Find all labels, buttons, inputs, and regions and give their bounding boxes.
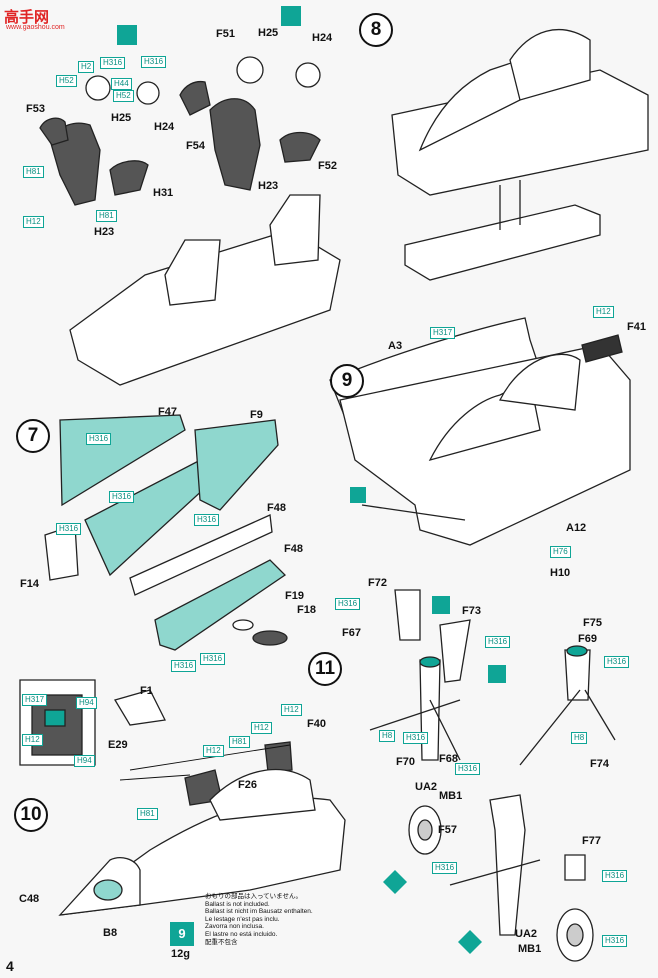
watermark-site: www.gaoshou.com [6, 24, 65, 31]
part-label: F47 [158, 406, 177, 418]
part-label: F75 [583, 617, 602, 629]
paint-code: H94 [76, 697, 97, 709]
part-label: H24 [312, 32, 333, 44]
part-label: UA2 [415, 781, 438, 793]
step-number: 8 [359, 13, 393, 47]
part-label: F41 [627, 321, 646, 333]
note-line: El lastre no está incluido. [205, 930, 278, 938]
part-label: H23 [258, 180, 279, 192]
part-label: H31 [153, 187, 174, 199]
paint-code: H316 [602, 935, 628, 947]
paint-code: H316 [56, 523, 82, 535]
part-label: A12 [566, 522, 587, 534]
paint-code: H76 [550, 546, 571, 558]
paint-code: H81 [96, 210, 117, 222]
paint-code: H12 [281, 704, 302, 716]
paint-code: H316 [171, 660, 197, 672]
part-label: A3 [388, 340, 403, 352]
note-line: Ballast ist nicht im Bausatz enthalten. [205, 908, 313, 916]
part-label: F74 [590, 758, 609, 770]
part-label: H10 [550, 567, 571, 579]
paint-code: H12 [251, 722, 272, 734]
paint-code: H317 [430, 327, 456, 339]
note-line: Le lestage n'est pas inclu. [205, 915, 280, 923]
paint-code: H44 [111, 78, 132, 90]
paint-code: H12 [22, 734, 43, 746]
part-label: F40 [307, 718, 326, 730]
part-label: F68 [439, 753, 458, 765]
watermark-brand: 高手网 [4, 9, 50, 26]
step-number: 10 [14, 798, 48, 832]
paint-code: H8 [571, 732, 588, 744]
note-line: 配重不包含 [205, 938, 238, 946]
paint-code: H317 [22, 694, 48, 706]
part-label: F67 [342, 627, 361, 639]
part-label: C48 [19, 893, 40, 905]
part-label: F52 [318, 160, 337, 172]
part-label: F48 [267, 502, 286, 514]
part-label: F19 [285, 590, 304, 602]
paint-code: H12 [593, 306, 614, 318]
part-label: F51 [216, 28, 235, 40]
paint-code: H316 [86, 433, 112, 445]
step-number: 7 [16, 419, 50, 453]
paint-code: H12 [23, 216, 44, 228]
part-label: B8 [103, 927, 118, 939]
part-label: F72 [368, 577, 387, 589]
paint-code: H316 [455, 763, 481, 775]
paint-code: H81 [229, 736, 250, 748]
paint-code: H81 [137, 808, 158, 820]
part-label: F77 [582, 835, 601, 847]
ballast-notes: おもりの部品は入っていません。 Ballast is not included.… [205, 893, 313, 946]
part-label: UA2 [515, 928, 538, 940]
ballast-icon: 9 [170, 922, 194, 946]
paint-code: H2 [78, 61, 95, 73]
part-label: F53 [26, 103, 45, 115]
part-label: F26 [238, 779, 257, 791]
paint-code: H316 [403, 732, 429, 744]
part-label: F54 [186, 140, 205, 152]
part-label: F14 [20, 578, 39, 590]
part-label: F48 [284, 543, 303, 555]
paint-code: H12 [203, 745, 224, 757]
paint-code: H52 [56, 75, 77, 87]
part-label: H24 [154, 121, 175, 133]
paint-code: H316 [141, 56, 167, 68]
part-label: F70 [396, 756, 415, 768]
part-label: F18 [297, 604, 316, 616]
part-label: H25 [258, 27, 279, 39]
paint-code: H316 [432, 862, 458, 874]
part-label: MB1 [439, 790, 463, 802]
step-number: 11 [308, 652, 342, 686]
note-line: おもりの部品は入っていません。 [205, 893, 302, 900]
paint-code: H316 [604, 656, 630, 668]
paint-code: H316 [335, 598, 361, 610]
step-number: 9 [330, 364, 364, 398]
paint-code: H316 [200, 653, 226, 665]
paint-code: H316 [100, 57, 126, 69]
ballast-weight: 12g [171, 948, 190, 960]
part-label: H23 [94, 226, 115, 238]
part-label: F57 [438, 824, 457, 836]
paint-code: H8 [379, 730, 396, 742]
part-label: MB1 [518, 943, 542, 955]
part-label: H25 [111, 112, 132, 124]
paint-code: H316 [485, 636, 511, 648]
paint-code: H81 [23, 166, 44, 178]
page-number: 4 [6, 958, 14, 974]
note-line: Ballast is not included. [205, 900, 270, 908]
part-label: F1 [140, 685, 153, 697]
part-label: E29 [108, 739, 128, 751]
paint-code: H316 [194, 514, 220, 526]
paint-code: H94 [74, 755, 95, 767]
note-line: Zavorra non inclusa. [205, 923, 264, 931]
part-label: F69 [578, 633, 597, 645]
paint-code: H316 [109, 491, 135, 503]
paint-code: H52 [113, 90, 134, 102]
part-label: F9 [250, 409, 263, 421]
paint-code: H316 [602, 870, 628, 882]
part-label: F73 [462, 605, 481, 617]
